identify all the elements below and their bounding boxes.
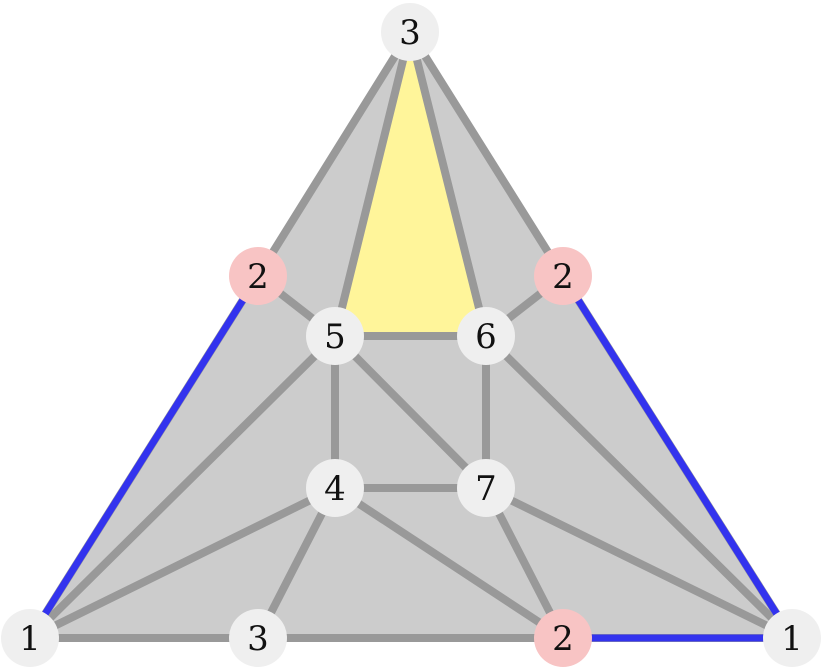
nodes: 3 2 2 5 6 4 7 1 3 2 1 bbox=[1, 3, 821, 667]
node-circle bbox=[1, 609, 59, 667]
highlight-face-polygon bbox=[335, 32, 486, 336]
node-n4: 4 bbox=[306, 459, 364, 517]
node-bottom-right: 1 bbox=[763, 609, 821, 667]
node-label: 2 bbox=[552, 257, 574, 297]
node-bottom-2: 2 bbox=[534, 609, 592, 667]
node-label: 5 bbox=[324, 317, 346, 357]
boundary-edge-left-mid-bottom-left bbox=[27, 274, 261, 640]
node-label: 1 bbox=[19, 619, 41, 659]
node-label: 3 bbox=[399, 13, 421, 53]
edge-n5-n7 bbox=[331, 332, 490, 492]
node-circle bbox=[457, 307, 515, 365]
edge-top-right-mid bbox=[406, 28, 567, 280]
edge-n4-bottom-left bbox=[26, 484, 339, 642]
edge-top-n6 bbox=[406, 28, 490, 340]
node-circle bbox=[763, 609, 821, 667]
node-circle bbox=[534, 247, 592, 305]
node-top: 3 bbox=[381, 3, 439, 61]
node-circle bbox=[457, 459, 515, 517]
node-n6: 6 bbox=[457, 307, 515, 365]
node-label: 7 bbox=[475, 469, 497, 509]
node-bottom-3: 3 bbox=[229, 609, 287, 667]
node-label: 6 bbox=[475, 317, 497, 357]
node-circle bbox=[381, 3, 439, 61]
node-label: 3 bbox=[247, 619, 269, 659]
node-circle bbox=[306, 459, 364, 517]
edge-n6-bottom-right bbox=[482, 332, 796, 642]
node-bottom-left: 1 bbox=[1, 609, 59, 667]
node-left-mid: 2 bbox=[229, 247, 287, 305]
edge-n5-bottom-left bbox=[26, 332, 339, 642]
node-circle bbox=[534, 609, 592, 667]
node-circle bbox=[229, 247, 287, 305]
boundary-edges bbox=[27, 274, 795, 642]
node-label: 4 bbox=[324, 469, 346, 509]
boundary-edge-right-mid-bottom-right bbox=[560, 274, 795, 640]
node-n5: 5 bbox=[306, 307, 364, 365]
node-circle bbox=[306, 307, 364, 365]
node-right-mid: 2 bbox=[534, 247, 592, 305]
edge-n4-bottom-2 bbox=[331, 484, 567, 642]
edge-top-n5 bbox=[331, 28, 414, 340]
node-label: 2 bbox=[552, 619, 574, 659]
node-label: 2 bbox=[247, 257, 269, 297]
highlighted-face bbox=[335, 32, 486, 336]
node-circle bbox=[229, 609, 287, 667]
edge-n7-bottom-right bbox=[482, 484, 796, 642]
node-label: 1 bbox=[781, 619, 803, 659]
node-n7: 7 bbox=[457, 459, 515, 517]
edge-top-left-mid bbox=[254, 28, 414, 280]
